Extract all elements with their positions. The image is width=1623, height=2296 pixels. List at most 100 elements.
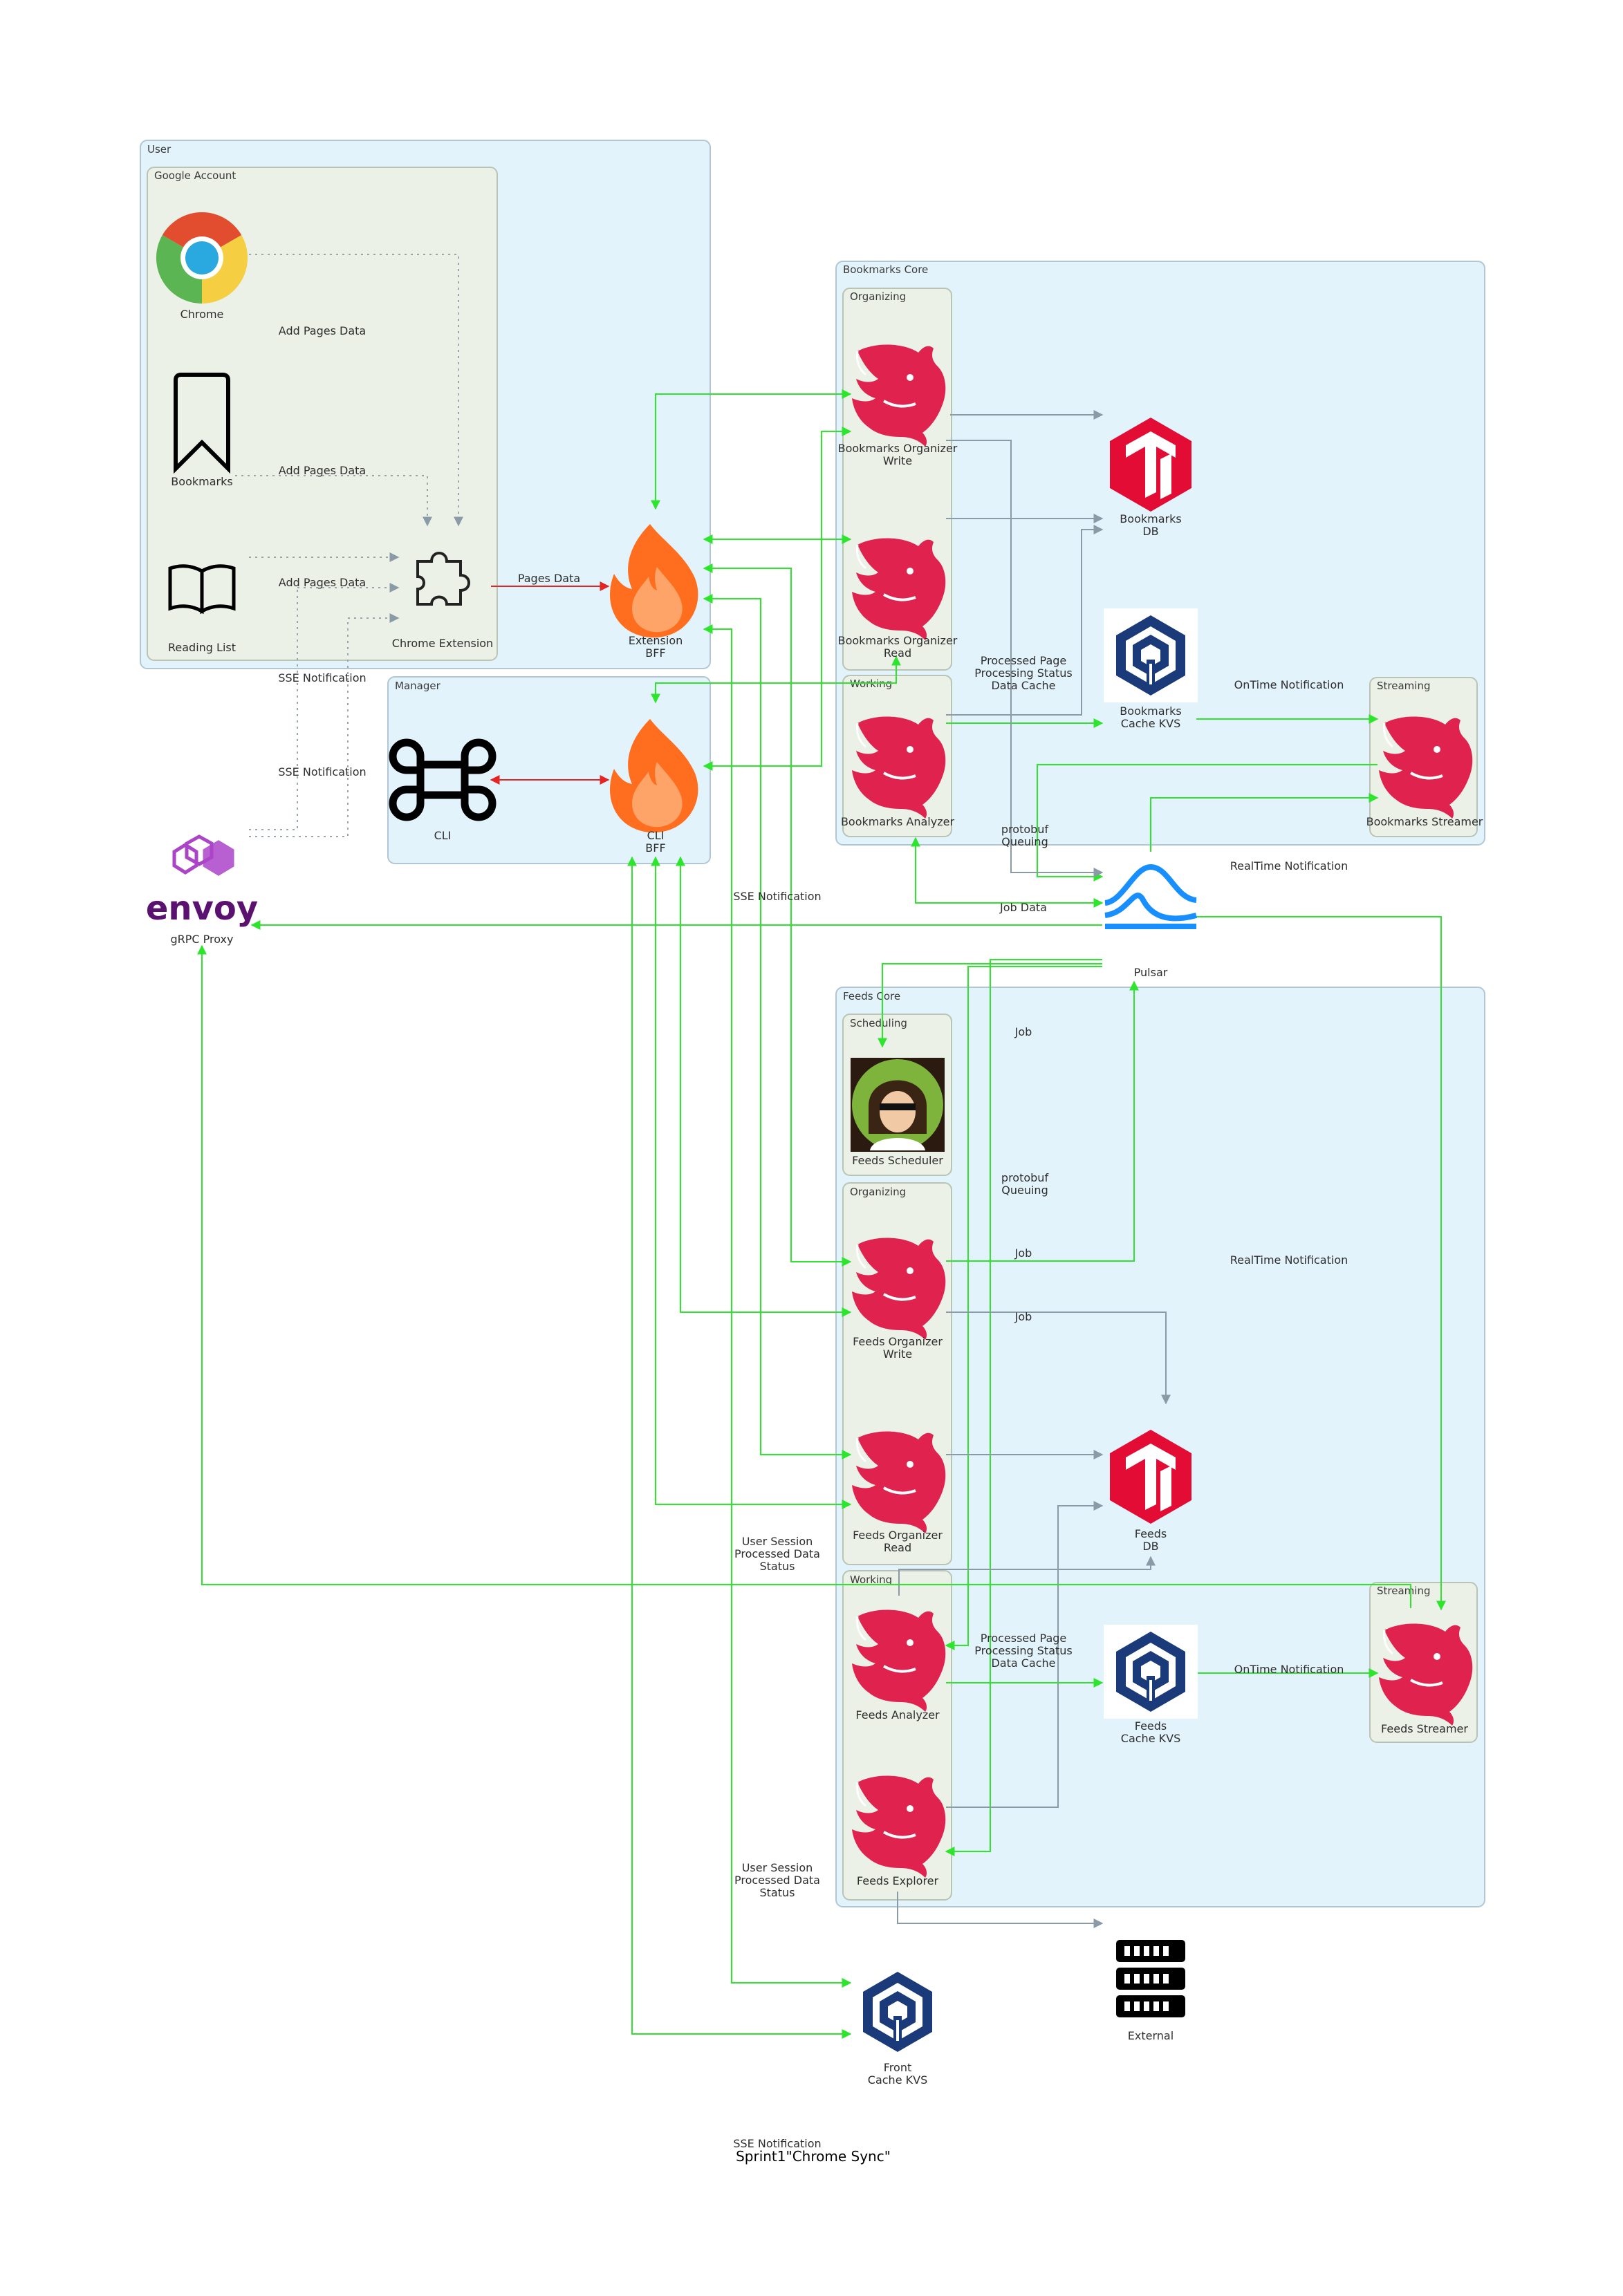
edge-label-realtime-b: RealTime Notification bbox=[1230, 859, 1348, 872]
node-label-chrome: Chrome bbox=[180, 308, 224, 321]
edge-label-user-session-2-line2: Processed Data bbox=[734, 1874, 820, 1887]
node-feeds-analyzer[interactable]: Feeds Analyzer bbox=[851, 1608, 947, 1721]
node-label-bm-read-line2: Read bbox=[884, 646, 911, 660]
node-label-extension-bff-line2: BFF bbox=[645, 646, 665, 660]
node-label-feeds-read-line2: Read bbox=[884, 1541, 911, 1554]
edge-pulsar-to-feeds-streamer bbox=[1196, 916, 1446, 1611]
cluster-label-feeds-streaming: Streaming bbox=[1377, 1585, 1430, 1597]
edge-label-protobuf-f-line1: protobuf bbox=[1001, 1171, 1049, 1184]
node-feeds-streamer[interactable]: Feeds Streamer bbox=[1378, 1622, 1474, 1735]
cluster-label-manager: Manager bbox=[395, 680, 441, 692]
node-envoy[interactable]: envoy gRPC Proxy bbox=[146, 834, 258, 946]
node-bookmarks[interactable]: Bookmarks bbox=[171, 373, 233, 488]
edge-pulsar-to-scheduler bbox=[878, 963, 1102, 1048]
node-label-cli-bff-line1: CLI bbox=[647, 829, 665, 842]
node-label-front-cache-line1: Front bbox=[884, 2061, 911, 2074]
edge-label-add-pages-1: Add Pages Data bbox=[279, 324, 366, 337]
edge-label-sse-3: SSE Notification bbox=[733, 890, 821, 903]
node-label-feeds-write-line2: Write bbox=[883, 1347, 912, 1361]
node-extension-bff[interactable]: Extension BFF bbox=[610, 524, 698, 660]
cluster-label-feeds-working: Working bbox=[850, 1574, 892, 1586]
cluster-label-google-account: Google Account bbox=[154, 169, 236, 182]
edge-label-protobuf-f-line2: Queuing bbox=[1001, 1184, 1048, 1197]
node-feeds-organizer-read[interactable]: Feeds Organizer Read bbox=[851, 1430, 947, 1554]
edge-pulsar-to-bm-streamer bbox=[1150, 793, 1379, 852]
node-label-reading-list: Reading List bbox=[168, 641, 236, 654]
node-label-chrome-extension: Chrome Extension bbox=[392, 637, 493, 650]
bookmark-icon bbox=[174, 373, 230, 474]
edge-label-job-data: Job Data bbox=[999, 901, 1047, 914]
node-pulsar[interactable]: Pulsar bbox=[1104, 864, 1198, 979]
node-reading-list[interactable]: Reading List bbox=[168, 564, 236, 654]
edges bbox=[197, 254, 1446, 2039]
node-feeds-cache[interactable]: Feeds Cache KVS bbox=[1104, 1625, 1198, 1745]
edge-feeds-explorer-to-external bbox=[897, 1892, 1104, 1928]
node-front-cache[interactable]: Front Cache KVS bbox=[863, 1972, 932, 2087]
node-label-bm-db-line2: DB bbox=[1142, 525, 1158, 538]
node-external[interactable]: External bbox=[1116, 1940, 1185, 2042]
edge-feeds-explorer-to-db bbox=[946, 1501, 1104, 1808]
cluster-label-bookmarks-organizing: Organizing bbox=[850, 290, 906, 303]
node-chrome[interactable]: Chrome bbox=[156, 212, 248, 321]
node-label-bm-cache-line1: Bookmarks bbox=[1120, 704, 1181, 718]
cluster-label-bookmarks-streaming: Streaming bbox=[1377, 680, 1430, 692]
edge-bm-write-to-pulsar bbox=[946, 440, 1104, 877]
node-feeds-organizer-write[interactable]: Feeds Organizer Write bbox=[851, 1236, 947, 1361]
edge-feeds-streamer-to-envoy bbox=[197, 944, 1411, 1608]
node-label-bookmarks: Bookmarks bbox=[171, 475, 232, 488]
node-label-bm-write-line2: Write bbox=[883, 454, 912, 467]
node-bookmarks-streamer[interactable]: Bookmarks Streamer bbox=[1366, 715, 1483, 828]
node-feeds-scheduler[interactable]: Feeds Scheduler bbox=[851, 1058, 945, 1167]
edge-label-processed-page-b-line2: Processing Status bbox=[974, 666, 1073, 680]
node-label-bm-write-line1: Bookmarks Organizer bbox=[838, 442, 958, 455]
edge-label-sse-1: SSE Notification bbox=[278, 671, 366, 684]
node-label-feeds-db-line2: DB bbox=[1142, 1540, 1158, 1553]
edge-label-realtime-f: RealTime Notification bbox=[1230, 1253, 1348, 1267]
node-bookmarks-organizer-write[interactable]: Bookmarks Organizer Write bbox=[838, 343, 958, 467]
edge-label-processed-page-f-line2: Processing Status bbox=[974, 1644, 1073, 1657]
node-cli-bff[interactable]: CLI BFF bbox=[610, 719, 698, 855]
node-chrome-extension[interactable]: Chrome Extension bbox=[392, 552, 493, 650]
node-bookmarks-analyzer[interactable]: Bookmarks Analyzer bbox=[841, 715, 955, 828]
edge-label-add-pages-2: Add Pages Data bbox=[279, 464, 366, 477]
node-label-extension-bff-line1: Extension bbox=[629, 634, 683, 647]
diagram-title: Sprint1"Chrome Sync" bbox=[736, 2148, 891, 2165]
chrome-icon bbox=[156, 212, 248, 304]
cluster-label-bookmarks-core: Bookmarks Core bbox=[843, 263, 928, 276]
edge-label-processed-page-f-line1: Processed Page bbox=[981, 1632, 1067, 1645]
edge-label-user-session-1-line2: Processed Data bbox=[734, 1547, 820, 1560]
edge-label-user-session-2-line1: User Session bbox=[742, 1861, 813, 1874]
node-label-bm-analyzer: Bookmarks Analyzer bbox=[841, 815, 955, 828]
node-feeds-explorer[interactable]: Feeds Explorer bbox=[851, 1774, 947, 1887]
node-bookmarks-organizer-read[interactable]: Bookmarks Organizer Read bbox=[838, 536, 958, 660]
cluster-bookmarks-core: Bookmarks Core bbox=[835, 261, 1485, 846]
edge-clibff-to-bm-write bbox=[703, 427, 852, 771]
edge-label-job-2: Job bbox=[1014, 1247, 1032, 1260]
cluster-label-user: User bbox=[147, 143, 171, 156]
node-label-feeds-write-line1: Feeds Organizer bbox=[853, 1335, 943, 1348]
node-cli[interactable]: CLI bbox=[389, 738, 497, 842]
node-label-feeds-explorer: Feeds Explorer bbox=[857, 1874, 939, 1887]
node-label-feeds-db-line1: Feeds bbox=[1135, 1527, 1167, 1540]
node-label-feeds-cache-line2: Cache KVS bbox=[1121, 1732, 1180, 1745]
node-label-bm-db-line1: Bookmarks bbox=[1120, 512, 1181, 525]
edge-extbff-to-feeds-read bbox=[703, 594, 852, 1459]
edge-feeds-write-to-db bbox=[946, 1312, 1171, 1405]
node-label-feeds-streamer: Feeds Streamer bbox=[1381, 1722, 1468, 1735]
node-label-feeds-read-line1: Feeds Organizer bbox=[853, 1529, 943, 1542]
node-bookmarks-db[interactable]: Bookmarks DB bbox=[1110, 418, 1191, 538]
edge-label-protobuf-b-line2: Queuing bbox=[1001, 835, 1048, 848]
node-feeds-db[interactable]: Feeds DB bbox=[1110, 1430, 1191, 1553]
edge-pulsar-to-feeds-explorer bbox=[945, 959, 1102, 1856]
node-label-cli-bff-line2: BFF bbox=[645, 841, 665, 855]
edge-label-processed-page-b-line1: Processed Page bbox=[981, 654, 1067, 667]
envoy-wordmark: envoy bbox=[146, 889, 258, 928]
edge-label-job-1: Job bbox=[1014, 1025, 1032, 1038]
edge-label-processed-page-f-line3: Data Cache bbox=[991, 1656, 1055, 1670]
node-label-bm-streamer: Bookmarks Streamer bbox=[1366, 815, 1483, 828]
node-bookmarks-cache[interactable]: Bookmarks Cache KVS bbox=[1104, 608, 1198, 730]
pulsar-icon bbox=[1104, 864, 1198, 929]
cluster-label-feeds-scheduling: Scheduling bbox=[850, 1017, 907, 1029]
book-icon bbox=[168, 564, 236, 615]
envoy-icon bbox=[172, 834, 234, 876]
